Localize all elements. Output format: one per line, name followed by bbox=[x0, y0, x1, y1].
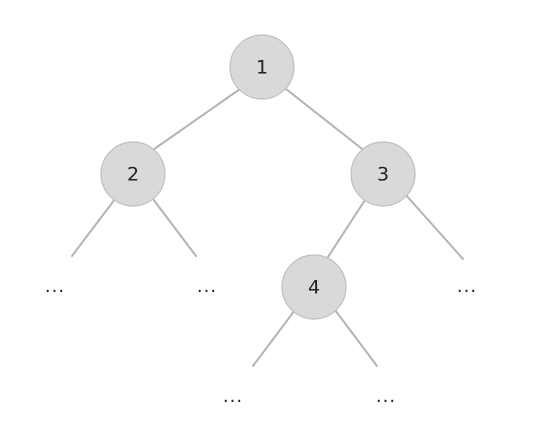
node-3-label: 3 bbox=[377, 164, 389, 186]
tree-node-3: 3 bbox=[350, 141, 416, 207]
node-1-circle bbox=[229, 34, 295, 100]
tree-edges bbox=[71, 88, 464, 367]
edge-3-4 bbox=[327, 199, 366, 258]
continuation-ellipsis-2: ... bbox=[197, 276, 217, 297]
continuation-ellipsis-1: ... bbox=[45, 276, 65, 297]
edge-4-right-continuation bbox=[334, 309, 378, 367]
continuation-ellipsis-4: ... bbox=[223, 386, 243, 407]
continuation-ellipsis-5: ... bbox=[376, 386, 396, 407]
tree-node-4: 4 bbox=[281, 254, 347, 320]
edge-1-3 bbox=[285, 88, 367, 153]
tree-node-1: 1 bbox=[229, 34, 295, 100]
edge-3-right-continuation bbox=[404, 193, 464, 260]
continuation-ellipsis-3: ... bbox=[457, 276, 477, 297]
node-4-circle bbox=[281, 254, 347, 320]
edge-4-left-continuation bbox=[252, 309, 296, 367]
tree-node-2: 2 bbox=[100, 141, 166, 207]
node-1-label: 1 bbox=[256, 57, 268, 79]
node-2-circle bbox=[100, 141, 166, 207]
edge-2-right-continuation bbox=[152, 198, 197, 257]
edge-2-left-continuation bbox=[71, 198, 116, 257]
edge-1-2 bbox=[149, 88, 241, 153]
node-2-label: 2 bbox=[127, 164, 139, 186]
node-4-label: 4 bbox=[308, 277, 320, 299]
tree-continuations: ... ... ... ... ... bbox=[45, 276, 477, 407]
node-3-circle bbox=[350, 141, 416, 207]
